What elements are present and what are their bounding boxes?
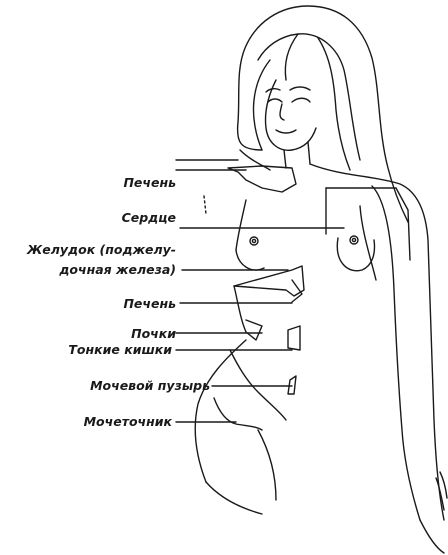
arm-right-outer bbox=[372, 186, 420, 520]
mouth bbox=[276, 130, 296, 133]
label-bladder: Мочевой пузырь bbox=[30, 378, 210, 393]
label-ureter: Мочеточник bbox=[40, 414, 172, 429]
shoulder-right bbox=[310, 164, 444, 520]
nipple-right-inner bbox=[352, 238, 355, 241]
liver-lower-zone bbox=[292, 280, 302, 302]
shoulder-left-dash bbox=[204, 196, 206, 214]
label-stomach-line1: Желудок (поджелу- bbox=[4, 242, 176, 257]
label-liver-lower: Печень bbox=[80, 296, 176, 311]
thigh-inner bbox=[258, 430, 276, 500]
hip-line bbox=[230, 350, 286, 420]
eye-right bbox=[292, 98, 310, 102]
eyebrow-left bbox=[266, 89, 280, 92]
hair-strand bbox=[318, 38, 350, 170]
nipple-right bbox=[350, 236, 358, 244]
torso-left-edge bbox=[236, 200, 246, 250]
neck-right bbox=[308, 142, 310, 164]
label-stomach-line2: дочная железа) bbox=[4, 262, 176, 277]
small-intestine-zone bbox=[288, 326, 300, 350]
kidney-zone bbox=[246, 320, 262, 340]
label-heart: Сердце bbox=[80, 210, 176, 225]
eye-left bbox=[268, 99, 282, 102]
label-small-intestine: Тонкие кишки bbox=[40, 342, 172, 357]
neck-left bbox=[284, 150, 286, 168]
label-liver-upper: Печень bbox=[80, 175, 176, 190]
face-outline bbox=[265, 80, 316, 150]
label-kidneys: Почки bbox=[80, 326, 176, 341]
waist-left bbox=[234, 286, 246, 332]
bladder-zone bbox=[288, 376, 296, 394]
hair-outline bbox=[238, 6, 408, 222]
thigh-line bbox=[206, 482, 262, 514]
eyebrow-right bbox=[290, 87, 310, 90]
nipple-left-inner bbox=[252, 239, 255, 242]
nipple-left bbox=[250, 237, 258, 245]
breast-left bbox=[236, 250, 264, 270]
nose bbox=[280, 104, 284, 120]
ureter-zone bbox=[214, 398, 262, 430]
arm-right-inner bbox=[360, 206, 376, 280]
hair-strand bbox=[285, 34, 298, 80]
hand-right bbox=[420, 520, 444, 553]
